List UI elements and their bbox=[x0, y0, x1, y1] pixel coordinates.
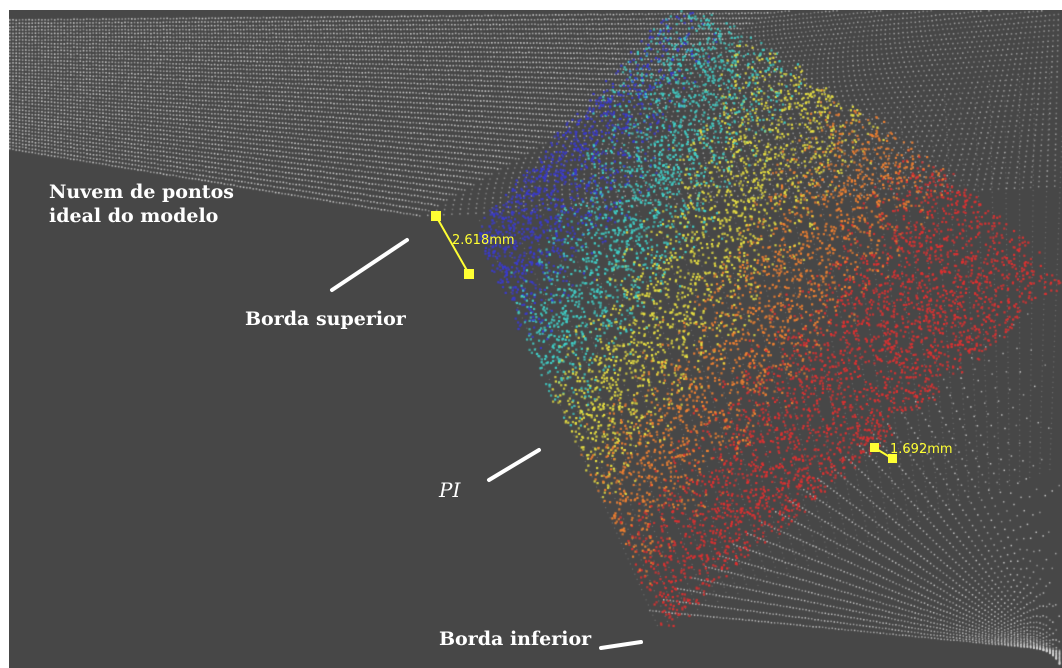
measure-handle-top-start bbox=[431, 211, 441, 221]
label-top-edge: Borda superior bbox=[245, 308, 406, 330]
measure-handle-top-end bbox=[464, 269, 474, 279]
label-ideal-point-cloud: Nuvem de pontos ideal do modelo bbox=[49, 181, 234, 227]
leader-line-top-edge bbox=[330, 238, 409, 292]
point-cloud-viewport: Nuvem de pontos ideal do modelo Borda su… bbox=[9, 10, 1062, 668]
annotation-layer bbox=[330, 211, 897, 650]
leader-line-bottom-edge bbox=[599, 640, 643, 650]
leader-line-pi bbox=[487, 448, 541, 482]
label-pi: PI bbox=[439, 478, 461, 502]
label-bottom-edge: Borda inferior bbox=[439, 628, 592, 650]
point-cloud-render bbox=[9, 10, 1062, 668]
measure-line-top bbox=[435, 215, 470, 275]
measure-handle-bottom-start bbox=[870, 443, 879, 452]
measurement-top-width: 2.618mm bbox=[452, 233, 515, 248]
measure-handle-bottom-end bbox=[888, 454, 897, 463]
measurement-bottom-width: 1.692mm bbox=[890, 442, 953, 457]
